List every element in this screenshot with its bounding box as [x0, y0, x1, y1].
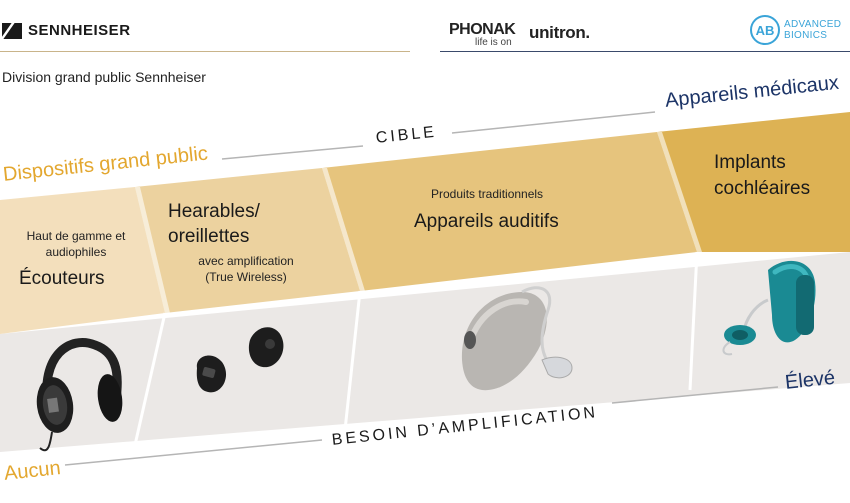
segment-implants-title: Implants cochléaires — [714, 152, 811, 199]
segment-appareils-subtitle: Produits traditionnels — [431, 187, 544, 201]
photo-separator-2 — [343, 290, 362, 431]
band-hearables — [135, 168, 360, 313]
photo-separator-3 — [688, 251, 699, 391]
segment-ecouteurs-subtitle: Haut de gamme et audiophiles — [26, 229, 126, 259]
photo-separator-1 — [133, 312, 167, 446]
ab-logo-mark: AB — [750, 15, 780, 45]
true-wireless-earbuds-image — [196, 327, 284, 393]
phonak-logo: PHONAK life is on — [449, 21, 516, 48]
ab-logo-words: ADVANCED BIONICS — [784, 19, 841, 41]
band-implants — [657, 112, 850, 252]
segment-ecouteurs-title: Écouteurs — [19, 268, 105, 289]
segment-hearables-title: Hearables/ oreillettes — [168, 201, 260, 247]
besoin-axis-line-right — [611, 386, 779, 404]
besoin-axis-line-left — [64, 439, 323, 466]
segment-hearables-subtitle: avec amplification (True Wireless) — [198, 254, 294, 284]
band-appareils — [322, 132, 697, 291]
sennheiser-logo: SENNHEISER — [2, 22, 131, 39]
band-ecouteurs — [0, 187, 165, 334]
cible-axis-line-right — [451, 111, 656, 134]
separator-1 — [135, 187, 170, 313]
sennheiser-logo-text: SENNHEISER — [28, 22, 131, 39]
sennheiser-mark-icon — [2, 22, 22, 39]
unitron-logo: unitron. — [529, 23, 590, 42]
segment-appareils-title: Appareils auditifs — [414, 211, 559, 232]
cochlear-implant-image — [722, 260, 816, 356]
ab-logo-line2: BIONICS — [784, 30, 828, 41]
phonak-tagline: life is on — [475, 37, 512, 48]
separator-3 — [657, 132, 702, 252]
phonak-logo-text: PHONAK — [449, 21, 516, 38]
ab-logo-line1: ADVANCED — [784, 19, 842, 30]
photo-band — [0, 252, 850, 452]
advanced-bionics-logo: AB ADVANCED BIONICS — [750, 15, 841, 45]
over-ear-headphones-image — [36, 338, 123, 452]
separator-2 — [322, 168, 365, 291]
hearing-aid-image — [461, 286, 573, 391]
division-label: Division grand public Sennheiser — [2, 69, 206, 85]
header-divider-left — [0, 51, 410, 52]
cible-axis-line-left — [221, 145, 364, 160]
header-divider-right — [440, 51, 850, 52]
